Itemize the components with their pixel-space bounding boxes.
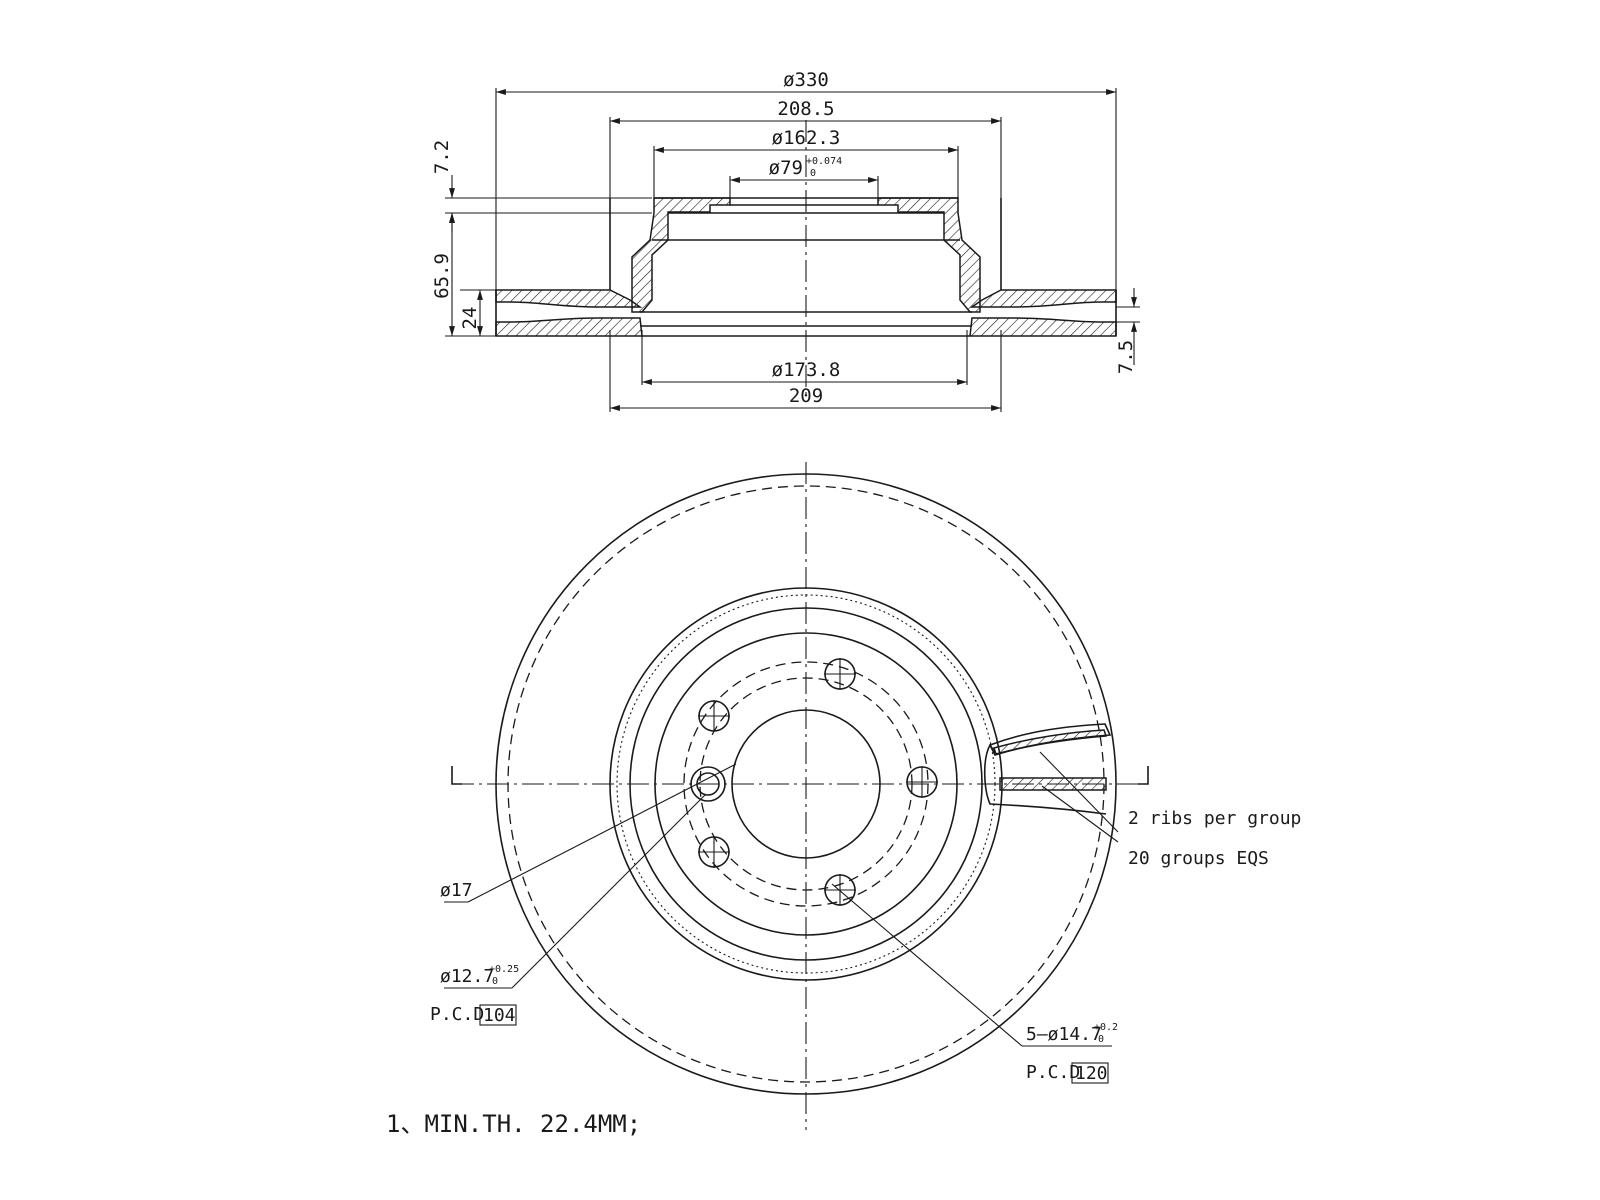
bolt-hole <box>906 766 938 798</box>
bolt-holes <box>698 658 938 906</box>
pcd-104-circle <box>699 677 913 891</box>
dim-209-label: 209 <box>789 385 823 407</box>
dim-65-9-label: 65.9 <box>431 253 453 299</box>
small-hole-label: ø12.7 <box>440 966 494 987</box>
leader-groups <box>1041 785 1119 843</box>
hat-step-circle-b <box>629 607 983 961</box>
rib-detail <box>983 723 1112 815</box>
dim-330-label: ø330 <box>783 69 829 91</box>
hat-inner-circle <box>654 632 958 936</box>
dim-162-3-label: ø162.3 <box>772 127 841 149</box>
small-hole-tol-upper: +0.25 <box>489 964 519 975</box>
dim-208-5-label: 208.5 <box>777 98 834 120</box>
section-marker-left <box>451 766 462 785</box>
section-marker-right <box>1138 766 1149 785</box>
dim-173-8-label: ø173.8 <box>772 359 841 381</box>
pcd-104-box <box>479 1004 517 1026</box>
disc-bottom-plate-left <box>495 317 643 337</box>
dim-24-label: 24 <box>459 307 481 330</box>
hat-step-circle-a <box>616 594 996 974</box>
pcd-120-box <box>1071 1062 1109 1084</box>
groups-eqs-label: 20 groups EQS <box>1128 848 1269 869</box>
leader-bolt-holes <box>831 883 1023 1047</box>
pcd-120-value: 120 <box>1075 1063 1108 1084</box>
hat-section-right <box>877 197 981 313</box>
pcd-104-prefix: P.C.D <box>430 1004 484 1025</box>
outer-disc-circle <box>495 473 1117 1095</box>
leader-small-hole <box>511 793 707 989</box>
bolt-holes-tol-upper: +0.2 <box>1094 1022 1118 1033</box>
small-hole-tol-lower: 0 <box>492 976 498 987</box>
dim-79-label: ø79 <box>769 157 803 179</box>
dim-79-tol-upper: +0.074 <box>806 156 842 167</box>
plan-view: 2 ribs per group 20 groups EQS ø17 ø12.7… <box>430 462 1301 1130</box>
section-view: ø330 208.5 ø162.3 ø79 +0.074 0 7.2 65.9 … <box>431 69 1140 412</box>
bolt-hole <box>698 700 730 732</box>
pcd-120-prefix: P.C.D <box>1026 1062 1080 1083</box>
leader-ribs <box>1039 751 1119 833</box>
leader-stud <box>467 763 737 903</box>
dim-7-5-label: 7.5 <box>1115 340 1137 374</box>
disc-top-plate-left <box>495 289 643 308</box>
disc-top-plate-right <box>969 289 1117 308</box>
ribs-per-group-label: 2 ribs per group <box>1128 808 1301 829</box>
bolt-holes-tol-lower: 0 <box>1098 1034 1104 1045</box>
dim-7-2-label: 7.2 <box>431 140 453 174</box>
stud-hole-label: ø17 <box>440 880 473 901</box>
min-thickness-note: 1、MIN.TH. 22.4MM; <box>386 1110 641 1138</box>
pcd-104-value: 104 <box>483 1005 516 1026</box>
center-bore-circle <box>731 709 881 859</box>
bolt-hole <box>824 874 856 906</box>
dim-79-tol-lower: 0 <box>810 168 816 179</box>
bolt-hole <box>698 836 730 868</box>
bolt-hole <box>824 658 856 690</box>
hat-section-left <box>631 197 731 313</box>
pcd-120-circle <box>683 661 929 907</box>
bolt-holes-label: 5–ø14.7 <box>1026 1024 1102 1045</box>
disc-bottom-plate-right <box>969 317 1117 337</box>
